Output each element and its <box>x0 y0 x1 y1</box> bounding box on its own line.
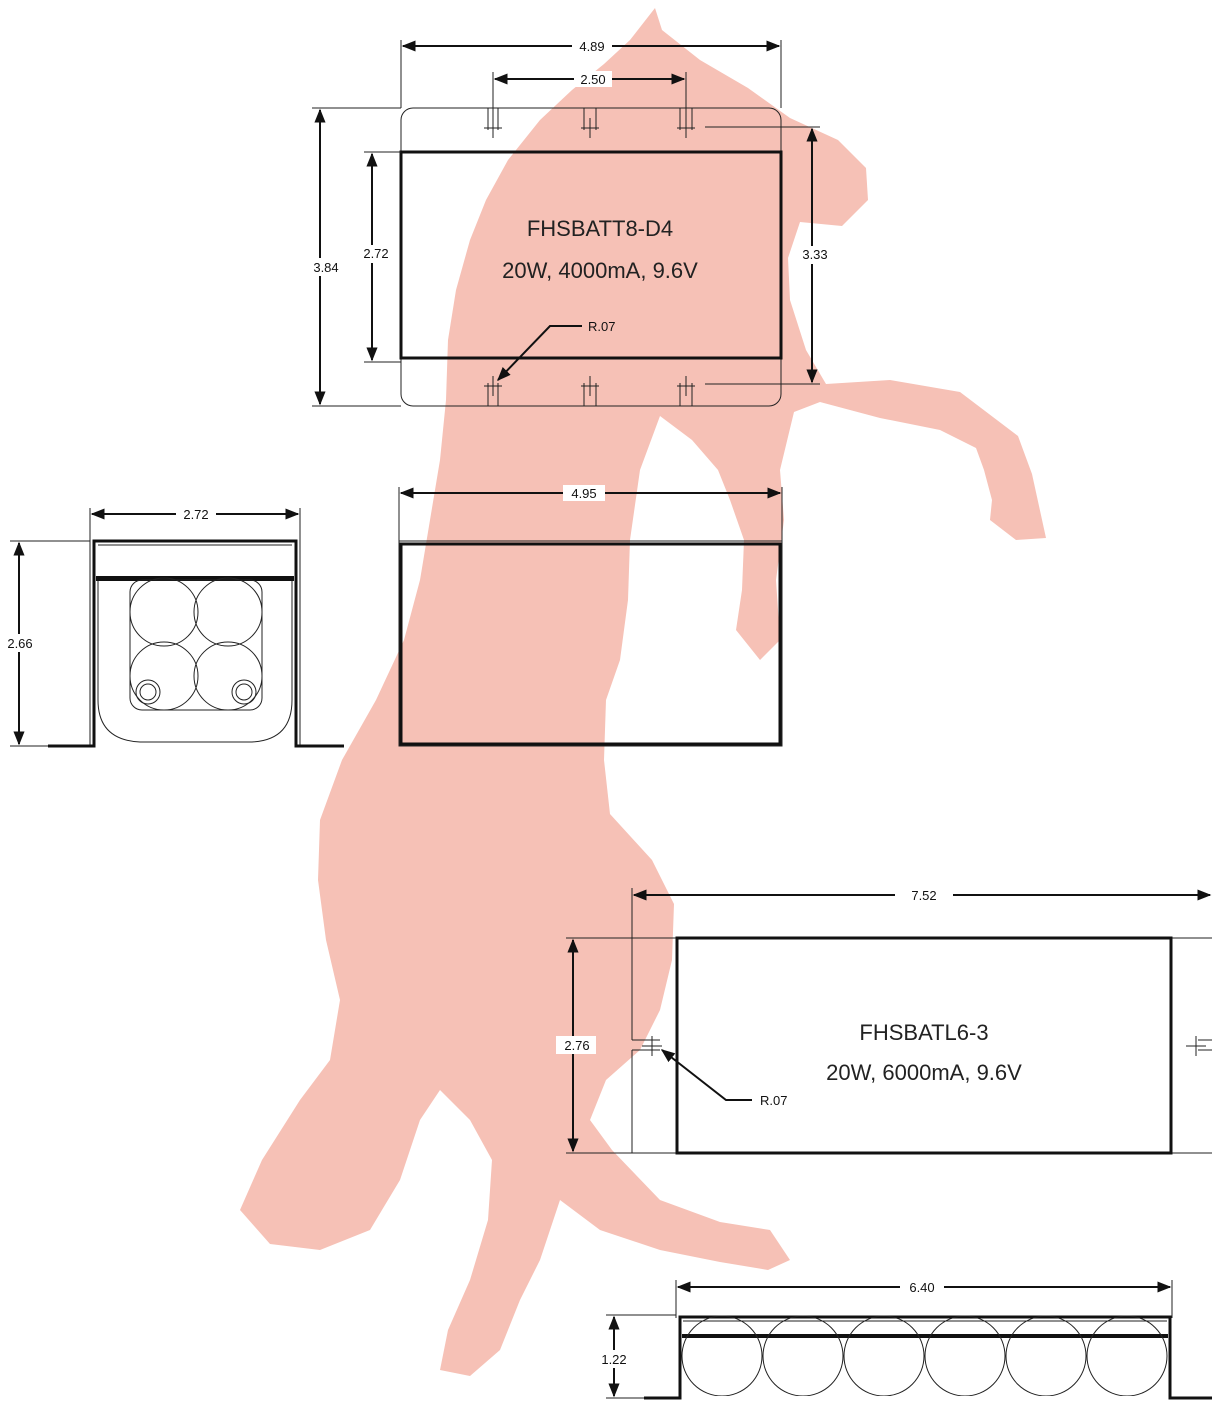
pack1-dim-end-height: 2.66 <box>7 636 32 651</box>
pack1-dim-mount-height: 3.33 <box>802 247 827 262</box>
pack2-top-view: 7.52 2.76 R.07 FHSBATL6-3 20W, 6000mA, 9… <box>556 887 1212 1155</box>
pack1-spec-label: 20W, 4000mA, 9.6V <box>502 258 698 283</box>
pack2-dim-body-height: 1.22 <box>601 1352 626 1367</box>
pack1-dim-side-length: 4.95 <box>571 486 596 501</box>
pack2-dim-overall-height: 2.76 <box>564 1038 589 1053</box>
pack2-dim-body-length: 6.40 <box>909 1280 934 1295</box>
pack2-model-label: FHSBATL6-3 <box>859 1020 988 1045</box>
pack1-top-view: 4.89 2.50 3.84 2.72 3.33 R.07 FHSBATT8-D… <box>304 38 830 407</box>
pack2-dim-overall-width: 7.52 <box>911 888 936 903</box>
pack1-model-label: FHSBATT8-D4 <box>527 216 673 241</box>
pack1-dim-body-height: 2.72 <box>363 246 388 261</box>
pack2-dim-radius: R.07 <box>760 1093 787 1108</box>
pack1-bottom-mount-notches <box>484 376 695 406</box>
pack1-dim-radius: R.07 <box>588 319 615 334</box>
pack2-cells <box>681 1315 1168 1397</box>
pack1-dim-overall-width: 4.89 <box>579 39 604 54</box>
pack2-side-view: 6.40 1.22 <box>596 1279 1212 1403</box>
pack1-dim-overall-height: 3.84 <box>313 260 338 275</box>
pack1-end-view: 2.72 2.66 <box>3 506 344 748</box>
horse-logo-watermark <box>240 8 1046 1376</box>
pack2-spec-label: 20W, 6000mA, 9.6V <box>826 1060 1022 1085</box>
pack1-dim-end-width: 2.72 <box>183 507 208 522</box>
pack1-side-view: 4.95 <box>398 485 783 747</box>
pack1-dim-mount-spacing: 2.50 <box>580 72 605 87</box>
pack1-top-mount-notches <box>484 108 695 138</box>
